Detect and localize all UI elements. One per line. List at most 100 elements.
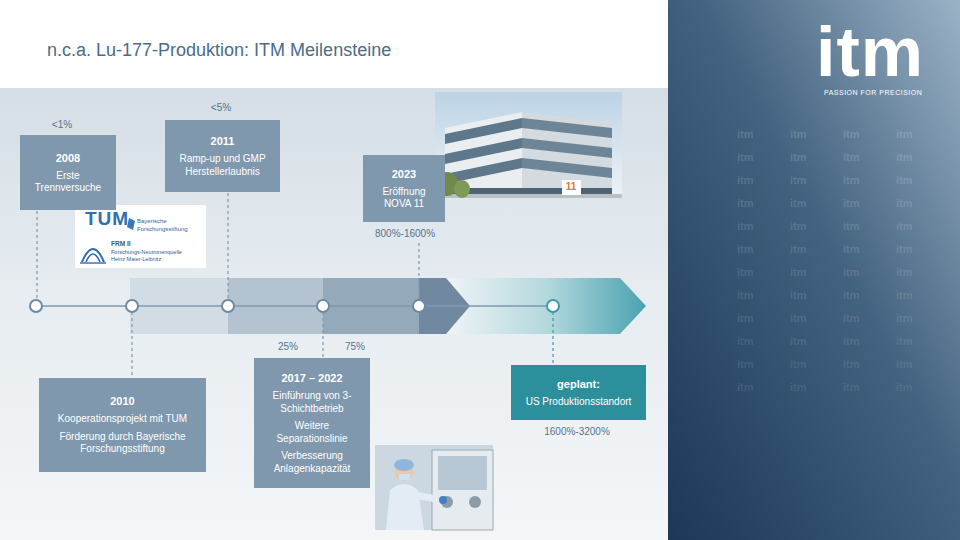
building-photo <box>435 92 622 198</box>
watermark-text: itm <box>737 243 754 256</box>
planned-milestone-box: geplant:US Produktionsstandort <box>511 365 646 420</box>
watermark-text: itm <box>896 197 913 210</box>
leader-line <box>322 312 323 357</box>
milestone-heading: 2011 <box>171 134 274 148</box>
milestone-heading: geplant: <box>517 377 640 391</box>
hair-cap <box>394 459 414 471</box>
milestone-heading: 2010 <box>45 394 200 408</box>
timeline-dot <box>413 300 425 312</box>
timeline-dot <box>317 300 329 312</box>
watermark-text: itm <box>790 312 807 325</box>
watermark-text: itm <box>737 197 754 210</box>
leader-line <box>131 312 132 377</box>
frm-symbol <box>82 249 104 262</box>
leader-line <box>552 312 553 364</box>
milestone-heading: 2017 – 2022 <box>260 371 364 385</box>
watermark-text: itm <box>843 266 860 279</box>
logo-panel-ground <box>75 205 206 268</box>
watermark-text: itm <box>896 312 913 325</box>
partner-logo-text: Forschungs-Neutronenquelle Heinz Maier-L… <box>111 249 195 263</box>
percentage-label: 800%-1600% <box>375 228 435 240</box>
watermark-text: itm <box>843 220 860 233</box>
watermark-text: itm <box>790 197 807 210</box>
watermark-text: itm <box>790 151 807 164</box>
milestone-text: Kooperationsprojekt mit TUM <box>45 413 200 426</box>
glovebox <box>432 450 493 530</box>
milestone-box: 2023Eröffnung NOVA 11 <box>363 155 445 222</box>
watermark-text: itm <box>896 128 913 141</box>
watermark-text: itm <box>790 128 807 141</box>
glove-port <box>469 496 481 508</box>
watermark-text: itm <box>896 381 913 394</box>
watermark-text: itm <box>737 358 754 371</box>
leader-line <box>36 211 37 300</box>
building-facade <box>522 112 612 198</box>
milestone-box: 2017 – 2022Einführung von 3-Schichtbetri… <box>254 358 370 488</box>
milestone-box: 2008Erste Trennversuche <box>20 135 116 210</box>
watermark-text: itm <box>790 174 807 187</box>
watermark-text: itm <box>896 289 913 302</box>
frm-symbol <box>86 254 100 262</box>
watermark-text: itm <box>843 151 860 164</box>
watermark-text: itm <box>896 266 913 279</box>
timeline-dot <box>547 300 559 312</box>
building-sign-number: 11 <box>566 181 577 193</box>
leader-line <box>418 243 419 300</box>
percentage-label: 75% <box>345 341 365 353</box>
watermark-text: itm <box>843 335 860 348</box>
timeline-dot <box>30 300 42 312</box>
leader-line <box>227 193 228 300</box>
window-band <box>522 118 612 138</box>
tree <box>454 180 470 198</box>
timeline-axis <box>36 305 553 306</box>
brand-panel <box>668 0 960 540</box>
percentage-label: <1% <box>52 119 72 131</box>
watermark-text: itm <box>737 381 754 394</box>
milestone-text: Einführung von 3-Schichtbetrieb <box>260 390 364 415</box>
watermark-text: itm <box>737 128 754 141</box>
partner-logo-panel: TUMBayerische ForschungsstiftungFRM IIFo… <box>75 205 206 268</box>
watermark-text: itm <box>843 197 860 210</box>
timeline-ground <box>0 88 668 540</box>
watermark-text: itm <box>737 289 754 302</box>
photo-ground <box>375 445 493 530</box>
watermark-text: itm <box>737 151 754 164</box>
window-band <box>522 158 612 178</box>
partner-logo-text: FRM II <box>111 240 191 248</box>
watermark-text: itm <box>790 266 807 279</box>
watermark-text: itm <box>896 358 913 371</box>
watermark-text: itm <box>896 220 913 233</box>
watermark-text: itm <box>737 266 754 279</box>
milestone-heading: 2008 <box>26 151 110 165</box>
watermark-text: itm <box>790 220 807 233</box>
lab-photo <box>375 445 493 530</box>
watermark-text: itm <box>790 335 807 348</box>
watermark-text: itm <box>737 174 754 187</box>
slide-title: n.c.a. Lu-177-Produktion: ITM Meilenstei… <box>47 40 391 61</box>
milestone-text: Erste Trennversuche <box>26 170 110 195</box>
window-band <box>522 138 612 158</box>
watermark-text: itm <box>843 243 860 256</box>
face-mask <box>399 474 410 480</box>
partner-logo-text: Bayerische Forschungsstiftung <box>137 218 203 233</box>
milestone-text: Ramp-up und GMP Herstellerlaubnis <box>171 153 274 178</box>
watermark-text: itm <box>843 312 860 325</box>
watermark-text: itm <box>896 174 913 187</box>
frm-symbol <box>80 262 106 263</box>
watermark-text: itm <box>896 243 913 256</box>
glovebox-window <box>438 456 487 490</box>
watermark-text: itm <box>896 151 913 164</box>
watermark-text: itm <box>896 335 913 348</box>
watermark-text: itm <box>790 243 807 256</box>
brand-logo: itm <box>816 17 924 87</box>
window-band <box>445 138 522 164</box>
glove <box>439 496 447 504</box>
timeline-dot <box>222 300 234 312</box>
building-facade <box>445 112 522 198</box>
watermark-text: itm <box>737 335 754 348</box>
watermark-text: itm <box>843 128 860 141</box>
watermark-text: itm <box>843 358 860 371</box>
milestone-text: Eröffnung NOVA 11 <box>369 186 439 211</box>
milestone-text: Verbesserung Anlagenkapazität <box>260 450 364 475</box>
